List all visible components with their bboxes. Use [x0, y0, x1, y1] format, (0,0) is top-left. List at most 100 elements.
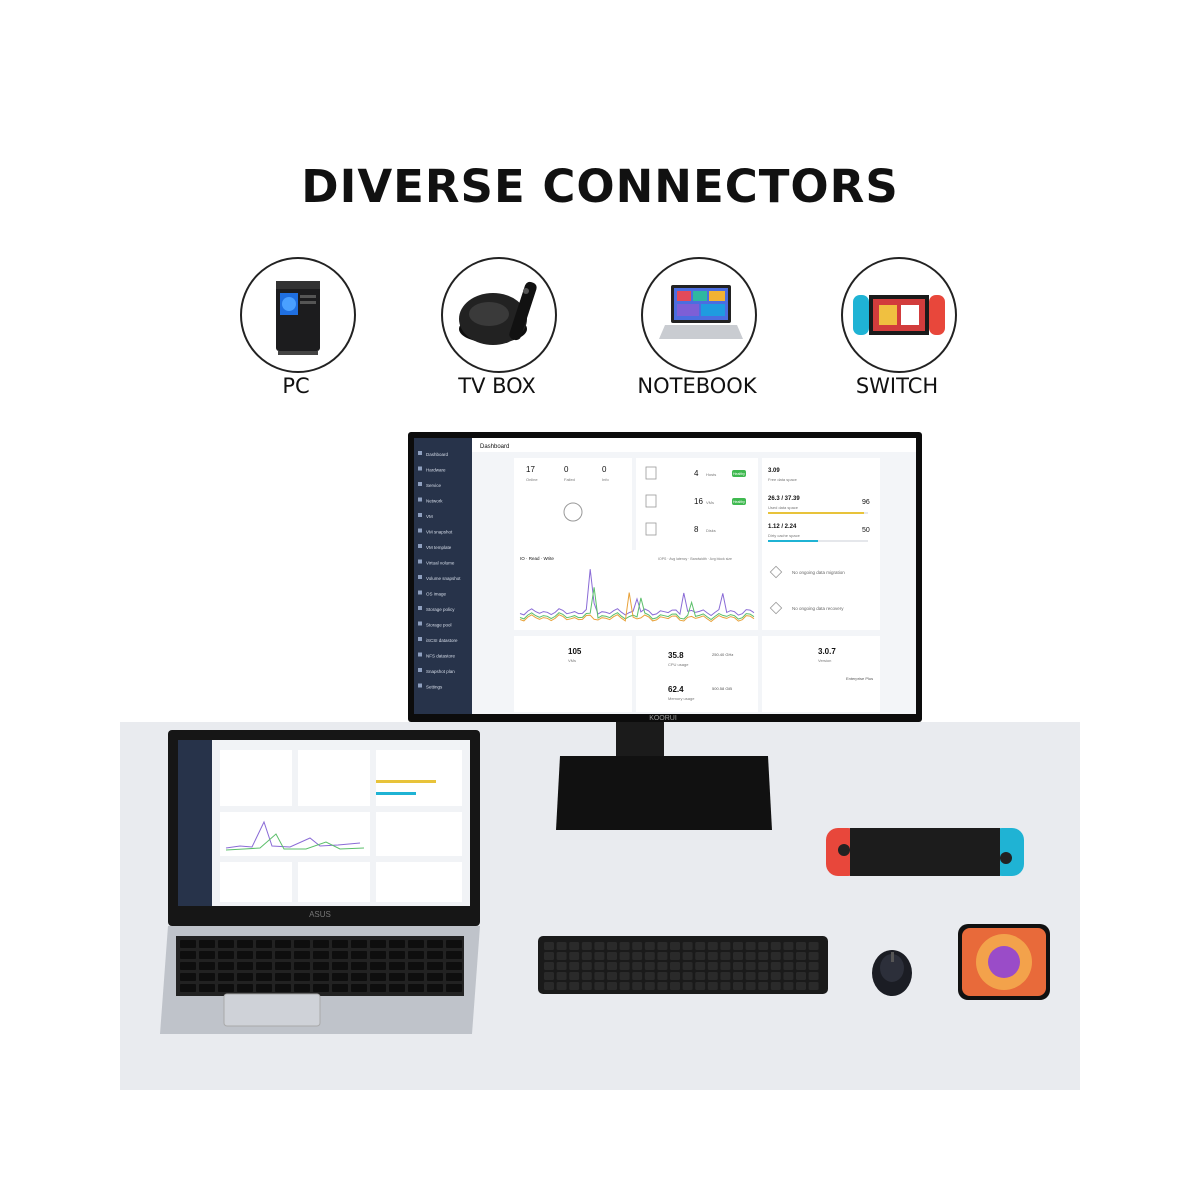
bottom-extra: 250.40 GHz: [712, 652, 733, 657]
usage-label: Free data space: [768, 477, 798, 482]
usage-value: 3.09: [768, 468, 780, 474]
device-label-notebook: NOTEBOOK: [637, 374, 757, 398]
keyboard: [538, 936, 828, 994]
laptop-touchpad: [223, 993, 321, 1027]
alert-icon: [769, 601, 783, 615]
stat-label: Info: [602, 477, 609, 482]
sidebar-item-2: Service: [426, 483, 442, 488]
count-value: 16: [694, 497, 703, 506]
sidebar-item-icon: [418, 606, 422, 610]
bottom-value: 35.8: [668, 651, 684, 660]
bottom-label: VMs: [568, 658, 576, 663]
bottom-value: 62.4: [668, 685, 684, 694]
stat-label: Online: [526, 477, 538, 482]
sidebar-item-4: VM: [426, 514, 433, 519]
stat-value: 17: [526, 465, 535, 474]
sidebar-item-12: iSCSI datastore: [426, 638, 458, 643]
tv-box-icon: [441, 257, 557, 373]
count-label: Hosts: [706, 472, 716, 477]
usage-value: 1.12 / 2.24: [768, 524, 797, 530]
sidebar-item-icon: [418, 683, 422, 688]
bottom-label: Memory usage: [668, 696, 695, 701]
game-console-icon: [841, 257, 957, 373]
sidebar-item-5: VM snapshot: [426, 530, 453, 535]
status-badge: Healthy: [733, 500, 745, 504]
panel-vms: [514, 636, 632, 712]
usage-percent: 50: [862, 527, 870, 534]
sidebar-item-3: Network: [426, 499, 443, 504]
device-label-tv-box: TV BOX: [458, 374, 536, 398]
chart-series-orange: [519, 592, 755, 623]
count-value: 8: [694, 525, 699, 534]
mouse: [872, 950, 912, 996]
alert-icon: [769, 565, 783, 579]
panel-version: [762, 636, 880, 712]
sidebar-item-6: VM template: [426, 545, 452, 550]
sidebar-item-icon: [418, 451, 422, 455]
device-label-pc: PC: [282, 374, 310, 398]
bottom-value: 105: [568, 647, 582, 656]
chart-legend: IOPS · Avg latency · Bandwidth · Avg blo…: [658, 557, 732, 561]
laptop: ASUS: [160, 730, 480, 1034]
count-icon: [645, 494, 657, 508]
sidebar-item-7: Virtual volume: [426, 561, 455, 566]
panel-resources: [636, 636, 758, 712]
sidebar-item-icon: [418, 590, 422, 595]
chart-series-green: [519, 587, 755, 621]
bottom-value: 3.0.7: [818, 647, 836, 656]
laptop-brand: ASUS: [309, 910, 331, 919]
usage-bar-fill: [768, 512, 864, 514]
sidebar-item-13: NFS datastore: [426, 654, 456, 659]
sidebar-item-icon: [418, 668, 422, 672]
sidebar-item-icon: [418, 466, 422, 471]
headline: DIVERSE CONNECTORS: [301, 160, 899, 213]
alert-text: No ongoing data migration: [792, 570, 845, 575]
sidebar-item-11: Storage pool: [426, 623, 452, 628]
sidebar-item-icon: [418, 652, 422, 657]
sidebar-item-icon: [418, 637, 422, 641]
stat-value: 0: [564, 465, 569, 474]
sidebar-item-icon: [418, 575, 422, 579]
sidebar-item-icon: [418, 497, 422, 502]
stat-value: 0: [602, 465, 607, 474]
phone: [958, 924, 1050, 1000]
count-label: VMs: [706, 500, 714, 505]
usage-value: 26.3 / 37.39: [768, 496, 800, 502]
sidebar-item-8: Volume snapshot: [426, 576, 461, 581]
sidebar-item-icon: [418, 544, 422, 548]
chart-tabs: IO · Read · Write: [520, 556, 554, 561]
count-icon: [645, 522, 657, 536]
bottom-label: Version: [818, 658, 831, 663]
sidebar-item-icon: [418, 482, 422, 486]
game-console: [826, 828, 1024, 876]
sidebar-item-icon: [418, 528, 422, 533]
bottom-extra: 500.58 GiB: [712, 686, 732, 691]
monitor: KOORUI DashboardHardwareServiceNetworkVM…: [408, 432, 922, 830]
sidebar-item-icon: [418, 621, 422, 626]
sidebar-item-10: Storage policy: [426, 607, 455, 612]
bottom-label: CPU usage: [668, 662, 689, 667]
bottom-extra: Enterprise Plus: [846, 676, 873, 681]
usage-percent: 96: [862, 499, 870, 506]
panel-alerts: [762, 550, 880, 630]
count-value: 4: [694, 469, 699, 478]
monitor-header: Dashboard: [480, 444, 509, 450]
sidebar-item-14: Snapshot plan: [426, 669, 455, 674]
device-label-switch: SWITCH: [855, 374, 939, 398]
sidebar-item-9: OS image: [426, 592, 447, 597]
monitor-brand: KOORUI: [649, 715, 677, 722]
sidebar-item-15: Settings: [426, 685, 443, 690]
sidebar-item-0: Dashboard: [426, 452, 449, 457]
chart-series-purple: [519, 569, 755, 617]
sidebar-item-icon: [418, 559, 422, 564]
usage-bar-fill: [768, 540, 818, 542]
sidebar-item-1: Hardware: [426, 468, 446, 473]
monitor-sidebar: [414, 438, 472, 714]
stat-label: Failed: [564, 477, 575, 482]
usage-label: Used data space: [768, 505, 799, 510]
pc-tower-icon: [240, 257, 356, 373]
status-badge: Healthy: [733, 472, 745, 476]
usage-label: Dirty cache space: [768, 533, 801, 538]
sidebar-item-icon: [418, 513, 422, 517]
count-icon: [645, 466, 657, 480]
